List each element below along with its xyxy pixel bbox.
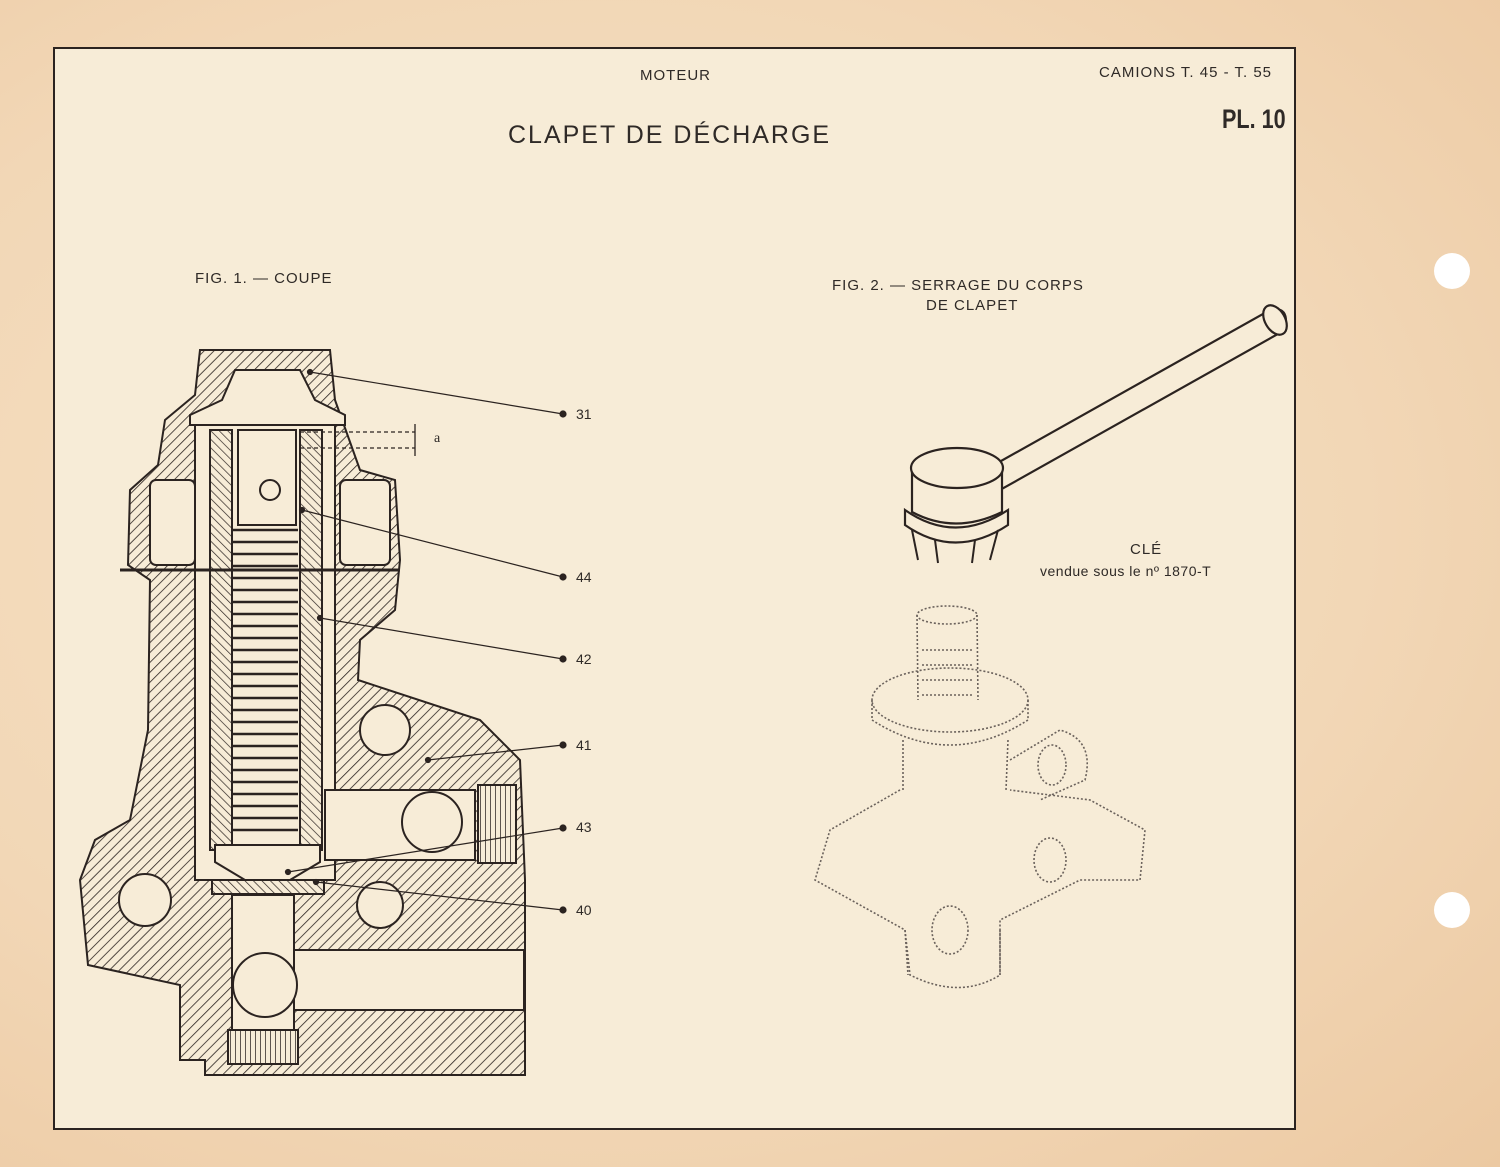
piston-hole: [259, 479, 281, 501]
side-cavity-right: [339, 479, 391, 566]
callout-31: 31: [576, 406, 592, 422]
leader-lines: [284, 368, 567, 914]
dimension-a: [300, 431, 415, 449]
mount-hole-3: [356, 881, 404, 929]
cap-31: [189, 369, 346, 426]
lateral-port: [401, 791, 463, 853]
callout-44: 44: [576, 569, 592, 585]
section-header: MOTEUR: [640, 67, 711, 84]
callout-42: 42: [576, 651, 592, 667]
tool-note: vendue sous le nº 1870-T: [1040, 563, 1212, 579]
punch-hole-bottom: [1434, 892, 1470, 928]
seat-ring: [211, 879, 325, 895]
side-cavity-left: [149, 479, 196, 566]
lateral-thread: [477, 784, 517, 864]
outlet-port: [232, 952, 298, 1018]
plate-number: PL. 10: [1222, 104, 1286, 134]
figure2-caption-line1: FIG. 2. — SERRAGE DU CORPS: [832, 277, 1084, 294]
outlet-thread: [227, 1029, 299, 1065]
piston-44: [237, 429, 297, 526]
tool-label: CLÉ: [1130, 541, 1163, 558]
sleeve-right: [299, 429, 323, 851]
valve-body-perspective: [814, 605, 1146, 989]
vehicle-header: CAMIONS T. 45 - T. 55: [1099, 64, 1272, 81]
callout-41: 41: [576, 737, 592, 753]
dimension-a-label: a: [434, 431, 441, 446]
figure2-caption-line2: DE CLAPET: [926, 297, 1019, 314]
mount-hole-1: [359, 704, 411, 756]
mount-hole-2: [118, 873, 172, 927]
page-title: CLAPET DE DÉCHARGE: [508, 121, 832, 149]
sleeve-left: [209, 429, 233, 851]
wrench-tool: [903, 304, 1288, 564]
punch-hole-top: [1434, 253, 1470, 289]
spring-42: [232, 528, 298, 832]
figure1-caption: FIG. 1. — COUPE: [195, 270, 333, 287]
callout-43: 43: [576, 819, 592, 835]
callout-40: 40: [576, 902, 592, 918]
section-view: [78, 349, 526, 1076]
wrench-handle: [983, 308, 1288, 492]
horizontal-outlet: [293, 949, 525, 1011]
